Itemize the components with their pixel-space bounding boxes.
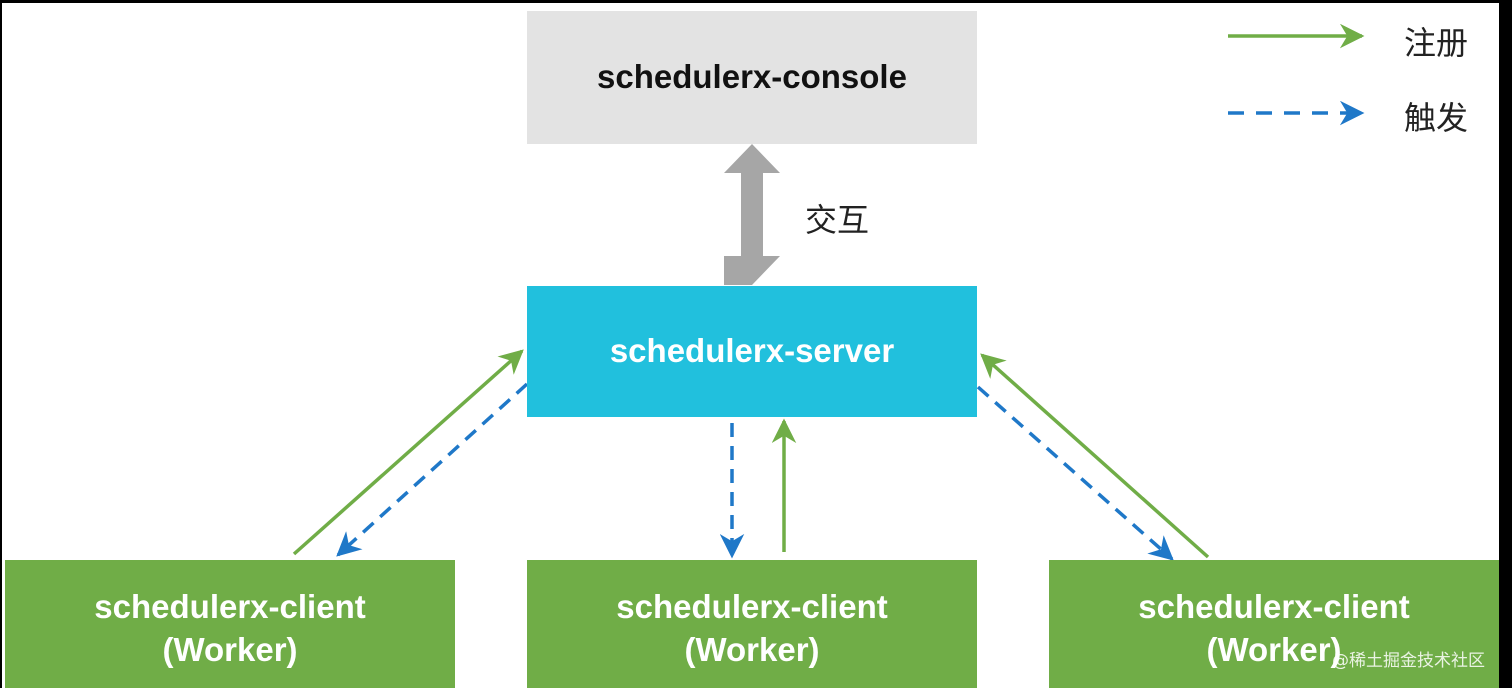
client-node-role: (Worker) [684,630,820,668]
diagram-canvas: schedulerx-console schedulerx-server sch… [2,3,1499,688]
trigger-arrow-right [976,385,1174,561]
client-node-name: schedulerx-client [616,588,888,625]
client-node-middle: schedulerx-client (Worker) [527,560,977,688]
register-arrow-right [980,353,1210,559]
console-node: schedulerx-console [527,11,977,144]
watermark-text: @稀土掘金技术社区 [1332,651,1485,671]
register-arrow-left [292,349,524,556]
trigger-arrow-left [336,382,529,557]
interaction-double-arrow [724,144,780,285]
client-node-name: schedulerx-client [1138,588,1410,625]
arrows-layer [292,23,1365,561]
client-node-right: schedulerx-client (Worker) [1049,560,1499,688]
console-node-label: schedulerx-console [597,58,907,96]
client-node-name: schedulerx-client [94,588,366,625]
legend-trigger-label: 触发 [1404,99,1469,137]
client-node-role: (Worker) [1206,630,1342,668]
interaction-label: 交互 [805,201,870,239]
legend-register-label: 注册 [1404,24,1469,62]
client-node-left: schedulerx-client (Worker) [5,560,455,688]
server-node: schedulerx-server [527,286,977,417]
server-node-label: schedulerx-server [609,332,895,370]
client-node-role: (Worker) [162,630,298,668]
